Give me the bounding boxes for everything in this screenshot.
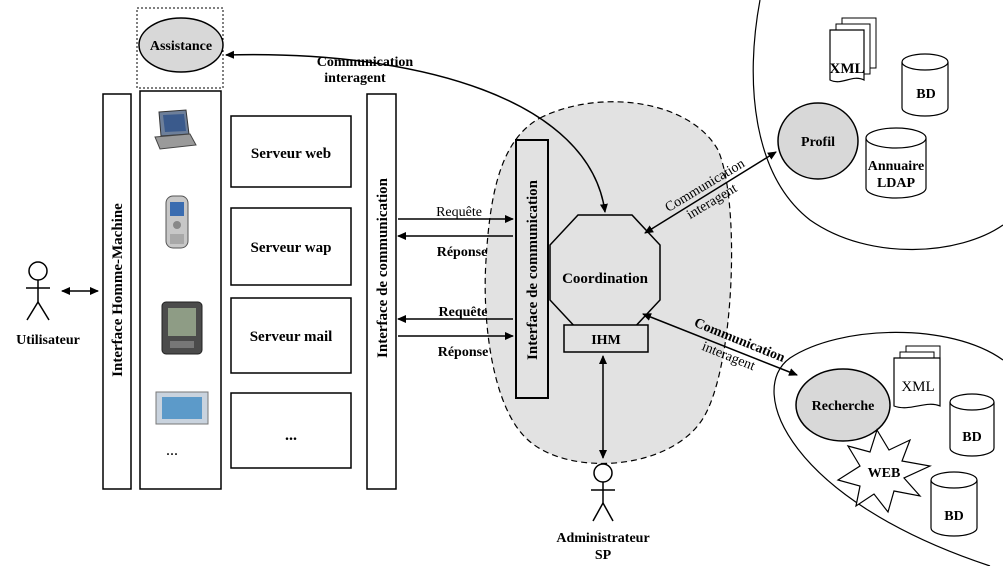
xml-label-profile: XML — [830, 61, 865, 77]
ldap-directory-icon: Annuaire LDAP — [865, 127, 927, 199]
xml-document-icon-profile: XML — [829, 17, 877, 83]
coordination-recherche-link — [642, 313, 798, 376]
admin-actor: Administrateur SP — [556, 463, 650, 563]
assistance-ellipse — [138, 17, 224, 73]
xml-document-icon-search: XML — [893, 345, 941, 409]
ihm-panel-label: Interface Homme-Machine — [110, 203, 126, 377]
mobile-phone-icon — [165, 195, 189, 249]
database-icon-search-bd-bottom: BD — [930, 471, 978, 537]
admin-label-2: SP — [595, 548, 612, 563]
server-box-other — [230, 392, 352, 469]
server-label-other: ... — [285, 427, 297, 444]
response-label-2: Réponse — [438, 345, 489, 360]
coordination-label: Coordination — [562, 271, 649, 287]
screen-device-icon — [155, 391, 209, 425]
comm-top-label-1: Communication — [317, 55, 414, 70]
recherche-label: Recherche — [812, 399, 875, 414]
ihm-box-label: IHM — [591, 333, 621, 348]
comm-interface-left-label: Interface de communication — [375, 177, 391, 358]
profil-label: Profil — [801, 135, 835, 150]
web-label: WEB — [868, 466, 901, 481]
admin-label-1: Administrateur — [556, 531, 649, 546]
web-burst-icon: WEB — [836, 428, 932, 514]
assistance-coordination-link — [225, 50, 608, 213]
comm-interface-center-label: Interface de communication — [525, 179, 541, 360]
user-leg-right — [37, 301, 50, 321]
profil-ellipse — [777, 102, 859, 180]
user-head — [28, 261, 48, 281]
annuaire-label-1: Annuaire — [868, 159, 925, 174]
laptop-icon — [154, 109, 197, 150]
admin-leg-right — [602, 502, 614, 522]
devices-column — [139, 90, 222, 490]
user-leg-left — [26, 301, 39, 321]
recherche-ellipse — [795, 368, 891, 442]
pda-icon — [161, 301, 203, 355]
bd-label-search-bottom: BD — [944, 509, 963, 524]
database-icon-search-bd-top: BD — [949, 393, 995, 457]
xml-label-search: XML — [901, 379, 934, 395]
comm-top-label-2: interagent — [324, 71, 386, 86]
server-label-wap: Serveur wap — [251, 240, 332, 256]
bd-label-search-top: BD — [962, 430, 981, 445]
coordination-profil-link — [644, 151, 777, 234]
admin-leg-left — [592, 502, 604, 522]
server-label-web: Serveur web — [251, 146, 331, 162]
devices-ellipsis: ... — [166, 442, 178, 459]
bd-label-profile: BD — [916, 87, 935, 102]
assistance-label: Assistance — [150, 39, 212, 54]
database-icon-profile-bd: BD — [901, 53, 949, 117]
user-label: Utilisateur — [16, 333, 80, 348]
server-label-mail: Serveur mail — [250, 329, 333, 345]
response-label-1: Réponse — [437, 245, 488, 260]
request-label-1: Requête — [436, 205, 482, 220]
ihm-panel — [102, 93, 132, 490]
user-actor: Utilisateur — [16, 261, 80, 348]
server-box-mail — [230, 297, 352, 374]
annuaire-label-2: LDAP — [877, 176, 916, 191]
server-box-wap — [230, 207, 352, 286]
request-label-2: Requête — [439, 305, 488, 320]
profile-region — [752, 0, 1003, 251]
admin-head — [593, 463, 613, 483]
